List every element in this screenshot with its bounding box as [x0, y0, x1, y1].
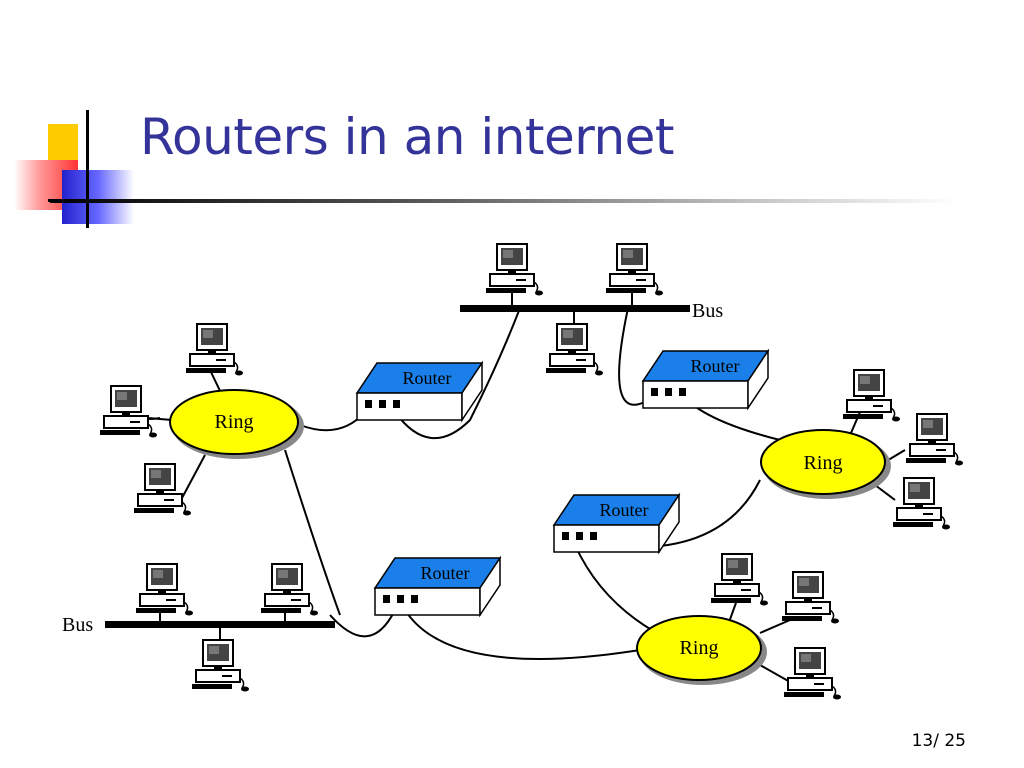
computer-icon	[191, 639, 250, 693]
ring-left: Ring	[169, 389, 304, 459]
computer-icon	[135, 563, 194, 617]
bus-label: Bus	[62, 614, 93, 636]
ring-label: Ring	[804, 452, 843, 474]
slide-title: Routers in an internet	[140, 108, 675, 166]
router-label: Router	[421, 563, 470, 583]
computer-icon	[905, 413, 964, 467]
router-label: Router	[600, 500, 649, 520]
ring-right: Ring	[760, 429, 891, 499]
computer-icon	[842, 369, 901, 423]
computer-icon	[99, 385, 158, 439]
bus-label: Bus	[692, 300, 723, 322]
computer-icon	[783, 647, 842, 701]
slide-logo-decoration	[0, 100, 140, 230]
router-middle: Router	[553, 494, 680, 553]
router-bottom: Router	[374, 557, 501, 616]
title-underline	[50, 199, 960, 203]
page-number: 13/ 25	[911, 731, 966, 751]
logo-vertical-line	[86, 110, 89, 228]
router-label: Router	[403, 368, 452, 388]
logo-blue-square	[62, 170, 134, 224]
ring-bottom: Ring	[636, 615, 767, 685]
computer-icon	[485, 243, 544, 297]
computer-icon	[781, 571, 840, 625]
computer-icon	[892, 477, 951, 531]
computer-icon	[545, 323, 604, 377]
computer-icon	[185, 323, 244, 377]
computer-icon	[133, 463, 192, 517]
logo-yellow-square	[48, 124, 78, 164]
computer-icon	[710, 553, 769, 607]
bus-bottom: Bus	[62, 614, 335, 636]
computer-icon	[260, 563, 319, 617]
router-left: Router	[356, 362, 483, 421]
bus-top: Bus	[460, 300, 723, 322]
router-top-right: Router	[642, 350, 769, 409]
computer-icon	[605, 243, 664, 297]
router-label: Router	[691, 356, 740, 376]
ring-label: Ring	[215, 411, 254, 433]
ring-label: Ring	[680, 637, 719, 659]
